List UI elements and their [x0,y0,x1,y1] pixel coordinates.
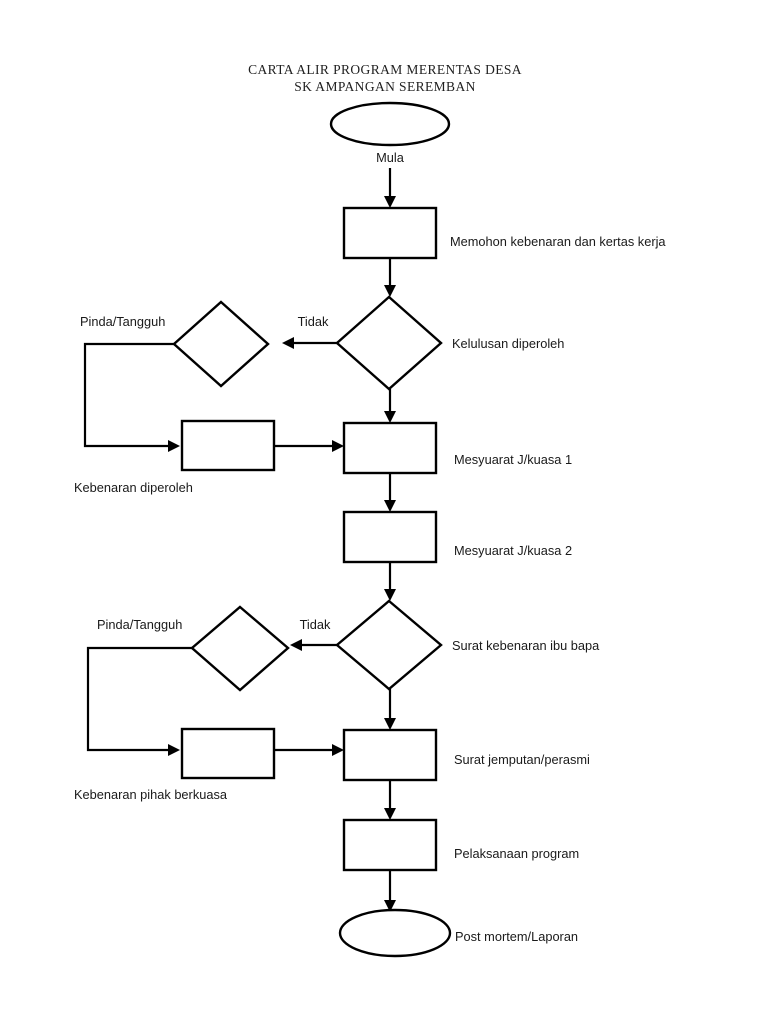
edge-label-tidak-2: Tidak [300,617,331,632]
connector-postpone2-loop [86,646,192,752]
arrowhead-approval-to-meeting1 [384,411,396,423]
arrowhead-meeting1-to-meeting2 [384,500,396,512]
node-parentletter-diamond[interactable] [335,599,443,691]
node-apply-label: Memohon kebenaran dan kertas kerja [450,234,666,249]
node-meeting2-label: Mesyuarat J/kuasa 2 [454,543,572,558]
node-postpone1-diamond[interactable] [172,300,270,388]
node-approval-diamond[interactable] [335,295,443,391]
node-parentletter-label: Surat kebenaran ibu bapa [452,638,600,653]
node-postpone2-label: Pinda/Tangguh [97,617,182,632]
node-meeting2-box[interactable] [342,510,438,564]
node-permission1-label: Kebenaran diperoleh [74,480,193,495]
node-invitation-box[interactable] [342,728,438,782]
arrowhead-postpone1-loop [168,440,180,452]
node-permission2-label: Kebenaran pihak berkuasa [74,787,228,802]
chart-title-line-2: SK AMPANGAN SEREMBAN [294,79,476,94]
node-execution-box[interactable] [342,818,438,872]
node-start-label: Mula [376,150,405,165]
node-postpone1-label: Pinda/Tangguh [80,314,165,329]
connector-postpone1-loop [83,342,174,448]
node-meeting1-label: Mesyuarat J/kuasa 1 [454,452,572,467]
arrowhead-approval-to-postpone1 [282,337,294,349]
node-start-ellipse[interactable] [329,101,451,147]
node-postpone2-diamond[interactable] [190,605,290,692]
node-invitation-label: Surat jemputan/perasmi [454,752,590,767]
arrowhead-execution-to-end [384,900,396,912]
node-permission2-box[interactable] [180,727,276,780]
arrowhead-parentletter-to-invitation [384,718,396,730]
arrowhead-permission2-to-invitation [332,744,344,756]
arrowhead-start-to-apply [384,196,396,208]
node-end-label: Post mortem/Laporan [455,929,578,944]
edge-label-tidak-1: Tidak [298,314,329,329]
chart-title-line-1: CARTA ALIR PROGRAM MERENTAS DESA [248,62,522,77]
node-permission1-box[interactable] [180,419,276,472]
arrowhead-permission1-to-meeting1 [332,440,344,452]
arrowhead-postpone2-loop [168,744,180,756]
node-end-ellipse[interactable] [338,908,452,958]
arrowhead-meeting2-to-parentletter [384,589,396,601]
node-approval-label: Kelulusan diperoleh [452,336,564,351]
node-execution-label: Pelaksanaan program [454,846,579,861]
arrowhead-apply-to-approval [384,285,396,297]
arrowhead-invitation-to-execution [384,808,396,820]
arrowhead-parentletter-to-postpone2 [290,639,302,651]
node-meeting1-box[interactable] [342,421,438,475]
node-apply-box[interactable] [342,206,438,260]
